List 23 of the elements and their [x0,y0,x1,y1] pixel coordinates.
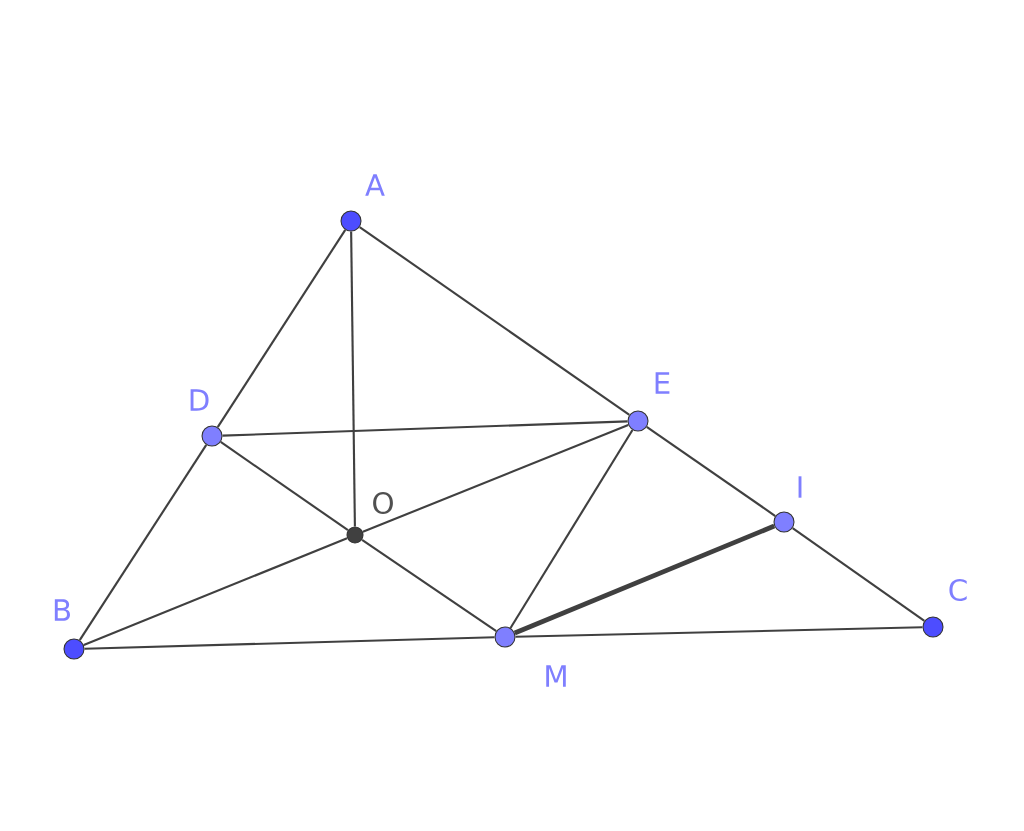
point-label: O [373,491,393,515]
segment [350,231,356,527]
segment [646,426,776,517]
segment [216,229,347,428]
segment [515,626,923,638]
point-label: E [655,372,670,394]
point-label: B [54,599,70,621]
segment [84,636,495,650]
segment [362,423,629,533]
segment [78,444,208,641]
point-label: D [190,389,209,411]
thick-segment [513,523,776,636]
segment [359,226,630,416]
segment [83,537,348,646]
point-label: I [798,476,802,498]
point-label: M [546,665,566,687]
segment [792,527,925,622]
segment [361,538,497,632]
point-label: C [949,578,967,602]
point-label: A [365,174,385,196]
segment [222,420,628,437]
segment [220,441,349,531]
segment [509,429,634,629]
